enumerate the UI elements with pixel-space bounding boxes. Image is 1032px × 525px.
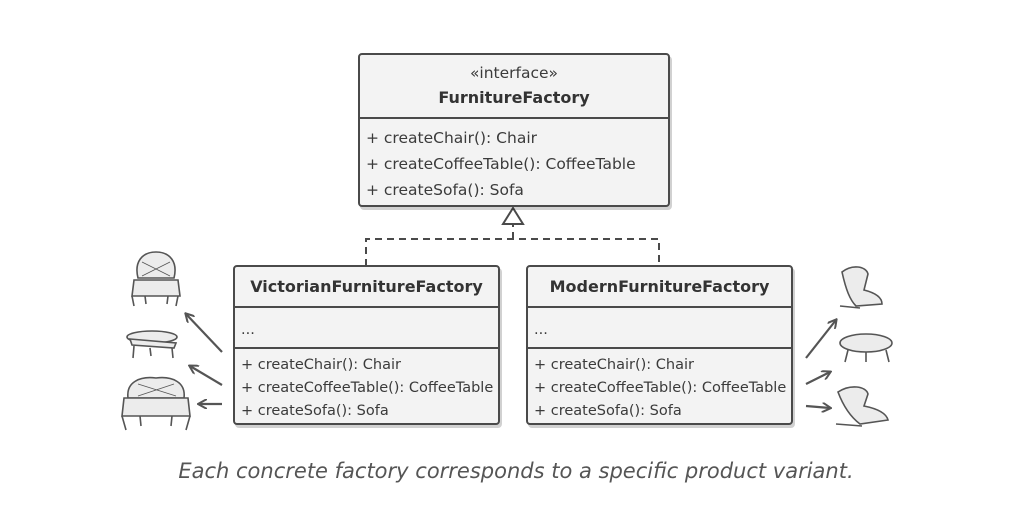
- interface-methods: + createChair(): Chair + createCoffeeTab…: [360, 117, 668, 203]
- modern-factory-methods: + createChair(): Chair + createCoffeeTab…: [528, 347, 791, 423]
- arrow-to-modern-sofa: [805, 406, 830, 408]
- modern-sofa-icon: [835, 386, 889, 427]
- interface-method: + createChair(): Chair: [366, 129, 538, 147]
- victorian-product-arrows: [186, 314, 223, 404]
- modern-factory-method: + createChair(): Chair: [534, 357, 694, 373]
- interface-box: «interface» FurnitureFactory + createCha…: [358, 53, 670, 207]
- victorian-factory-method: + createSofa(): Sofa: [241, 403, 389, 419]
- figure-caption: Each concrete factory corresponds to a s…: [178, 459, 854, 483]
- victorian-factory-method: + createCoffeeTable(): CoffeeTable: [241, 380, 494, 396]
- arrow-to-modern-table: [805, 372, 830, 385]
- arrow-to-modern-chair: [805, 320, 836, 359]
- modern-factory-method: + createSofa(): Sofa: [534, 403, 682, 419]
- victorian-armchair-icon: [131, 251, 181, 307]
- victorian-factory-method: + createChair(): Chair: [241, 357, 401, 373]
- arrow-to-armchair: [186, 314, 223, 353]
- victorian-factory-methods: + createChair(): Chair + createCoffeeTab…: [235, 347, 498, 423]
- realization-connector: [365, 224, 660, 266]
- interface-method: + createCoffeeTable(): CoffeeTable: [366, 155, 636, 173]
- inheritance-triangle-icon: [501, 206, 525, 225]
- victorian-sofa-icon: [121, 376, 191, 431]
- modern-product-arrows: [805, 320, 836, 408]
- modern-factory-method: + createCoffeeTable(): CoffeeTable: [534, 380, 787, 396]
- modern-factory-fields: ...: [534, 322, 548, 338]
- modern-chair-icon: [839, 266, 883, 309]
- modern-factory-name: ModernFurnitureFactory: [549, 277, 770, 296]
- modern-coffee-table-icon: [839, 333, 893, 363]
- victorian-coffee-table-icon: [126, 330, 178, 359]
- interface-stereotype: «interface»: [469, 64, 559, 82]
- victorian-factory-fields: ...: [241, 322, 255, 338]
- victorian-factory-name: VictorianFurnitureFactory: [250, 277, 483, 296]
- modern-factory-box: ModernFurnitureFactory ... + createChair…: [526, 265, 793, 425]
- interface-method: + createSofa(): Sofa: [366, 181, 524, 199]
- arrow-to-coffee-table: [190, 366, 223, 386]
- interface-name: FurnitureFactory: [438, 88, 590, 107]
- victorian-factory-box: VictorianFurnitureFactory ... + createCh…: [233, 265, 500, 425]
